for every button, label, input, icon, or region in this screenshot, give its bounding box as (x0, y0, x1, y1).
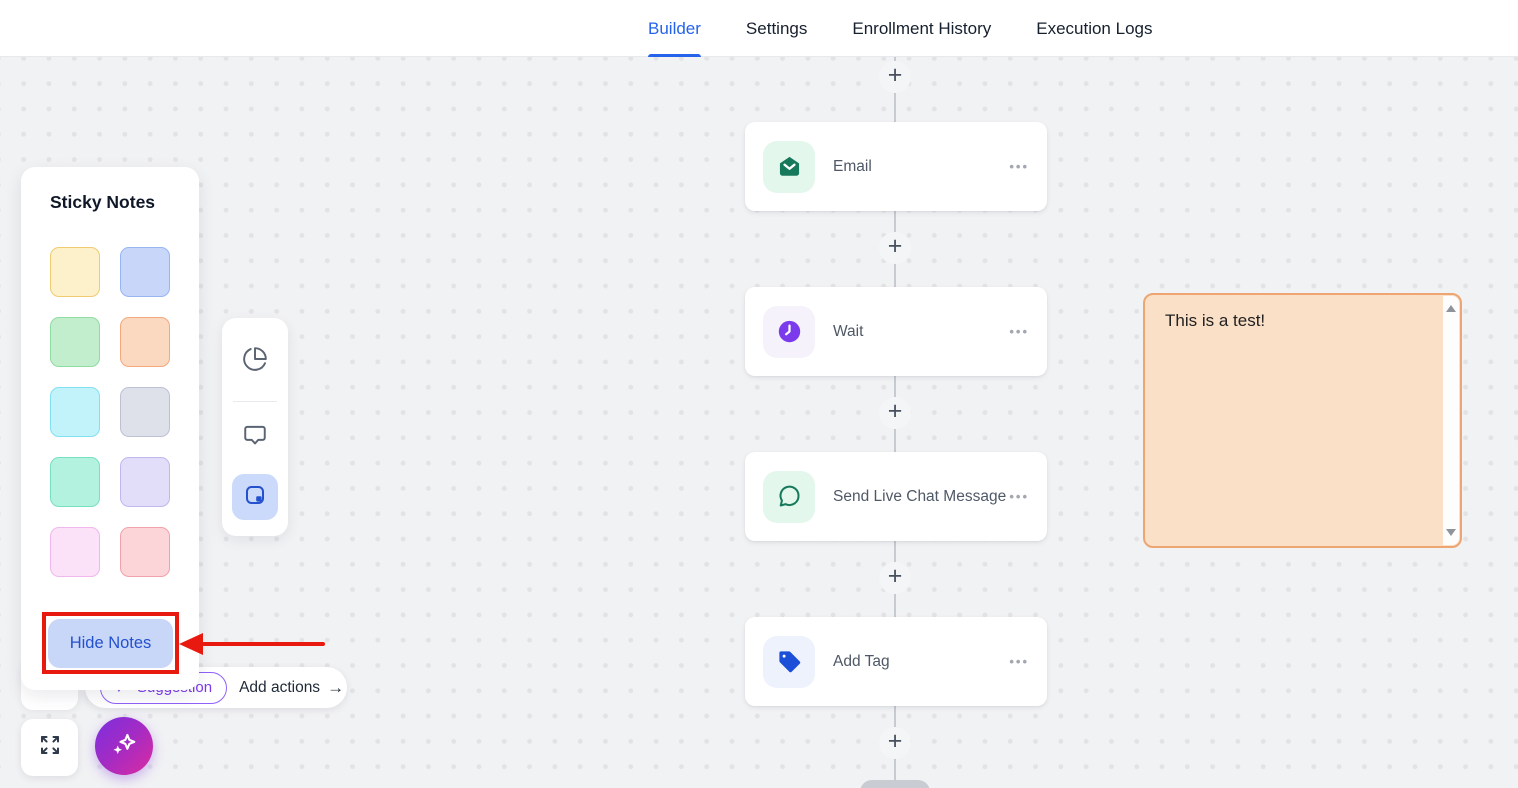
scroll-up-icon[interactable] (1446, 305, 1456, 312)
sticky-color-yellow[interactable] (50, 247, 100, 297)
sticky-color-peach[interactable] (120, 317, 170, 367)
arrow-right-icon: → (327, 677, 345, 697)
sticky-color-blue[interactable] (120, 247, 170, 297)
node-add-tag[interactable]: Add Tag ••• (745, 617, 1047, 706)
chat-bubble-icon (763, 470, 815, 523)
sticky-color-rose[interactable] (120, 527, 170, 577)
node-label: Send Live Chat Message (833, 487, 1007, 505)
node-menu-button[interactable]: ••• (1009, 324, 1029, 339)
sticky-note-text: This is a test! (1165, 311, 1266, 330)
add-step-button[interactable]: + (879, 61, 911, 93)
builder-canvas[interactable]: + + + + + Email ••• Wait (0, 57, 1518, 788)
expand-icon (38, 733, 62, 762)
workflow-end-node-partial (860, 780, 930, 788)
sticky-color-green[interactable] (50, 317, 100, 367)
email-icon (763, 140, 815, 193)
add-actions-button[interactable]: Add actions → (239, 678, 344, 698)
sticky-note-scrollbar[interactable] (1443, 296, 1459, 545)
canvas-toolbar (222, 318, 288, 536)
node-label: Email (833, 157, 872, 175)
node-label: Add Tag (833, 652, 890, 670)
sticky-color-lavender[interactable] (120, 457, 170, 507)
scroll-down-icon[interactable] (1446, 529, 1456, 536)
header-tabs: Builder Settings Enrollment History Exec… (648, 0, 1152, 57)
hide-notes-button[interactable]: Hide Notes (48, 619, 173, 668)
ai-assistant-button[interactable] (95, 717, 153, 775)
pie-chart-icon[interactable] (242, 346, 268, 377)
tab-execution-logs[interactable]: Execution Logs (1036, 18, 1153, 38)
node-menu-button[interactable]: ••• (1009, 654, 1029, 669)
sparkles-icon (109, 729, 139, 764)
add-actions-label: Add actions (239, 678, 321, 696)
sticky-color-pink[interactable] (50, 527, 100, 577)
add-step-button[interactable]: + (879, 397, 911, 429)
add-step-button[interactable]: + (879, 232, 911, 264)
sticky-color-cyan[interactable] (50, 387, 100, 437)
tab-settings[interactable]: Settings (745, 18, 808, 38)
annotation-arrow-head (179, 633, 203, 655)
sticky-note-icon (243, 483, 267, 512)
node-menu-button[interactable]: ••• (1009, 489, 1029, 504)
node-label: Wait (833, 322, 864, 340)
clock-icon (763, 305, 815, 358)
fullscreen-button[interactable] (21, 719, 78, 776)
add-step-button[interactable]: + (879, 562, 911, 594)
tag-icon (763, 635, 815, 688)
suggestion-bar: Suggestion Add actions → (85, 667, 347, 708)
sticky-color-swatches (50, 247, 199, 577)
header: Builder Settings Enrollment History Exec… (0, 0, 1518, 57)
toolbar-divider (233, 401, 277, 402)
sticky-notes-panel-title: Sticky Notes (50, 192, 156, 212)
add-step-button[interactable]: + (879, 727, 911, 759)
tab-builder[interactable]: Builder (648, 0, 701, 57)
sticky-note[interactable]: This is a test! (1143, 293, 1462, 548)
comment-icon[interactable] (242, 422, 268, 453)
tab-enrollment-history[interactable]: Enrollment History (852, 18, 992, 38)
node-wait[interactable]: Wait ••• (745, 287, 1047, 376)
annotation-arrow (202, 642, 325, 646)
sticky-note-tool-button[interactable] (232, 474, 278, 520)
node-menu-button[interactable]: ••• (1009, 159, 1029, 174)
annotation-highlight-rectangle (42, 612, 179, 674)
node-send-live-chat-message[interactable]: Send Live Chat Message ••• (745, 452, 1047, 541)
sticky-notes-panel: Sticky Notes Hide Notes (21, 167, 199, 690)
node-email[interactable]: Email ••• (745, 122, 1047, 211)
sticky-color-gray[interactable] (120, 387, 170, 437)
sticky-color-mint[interactable] (50, 457, 100, 507)
